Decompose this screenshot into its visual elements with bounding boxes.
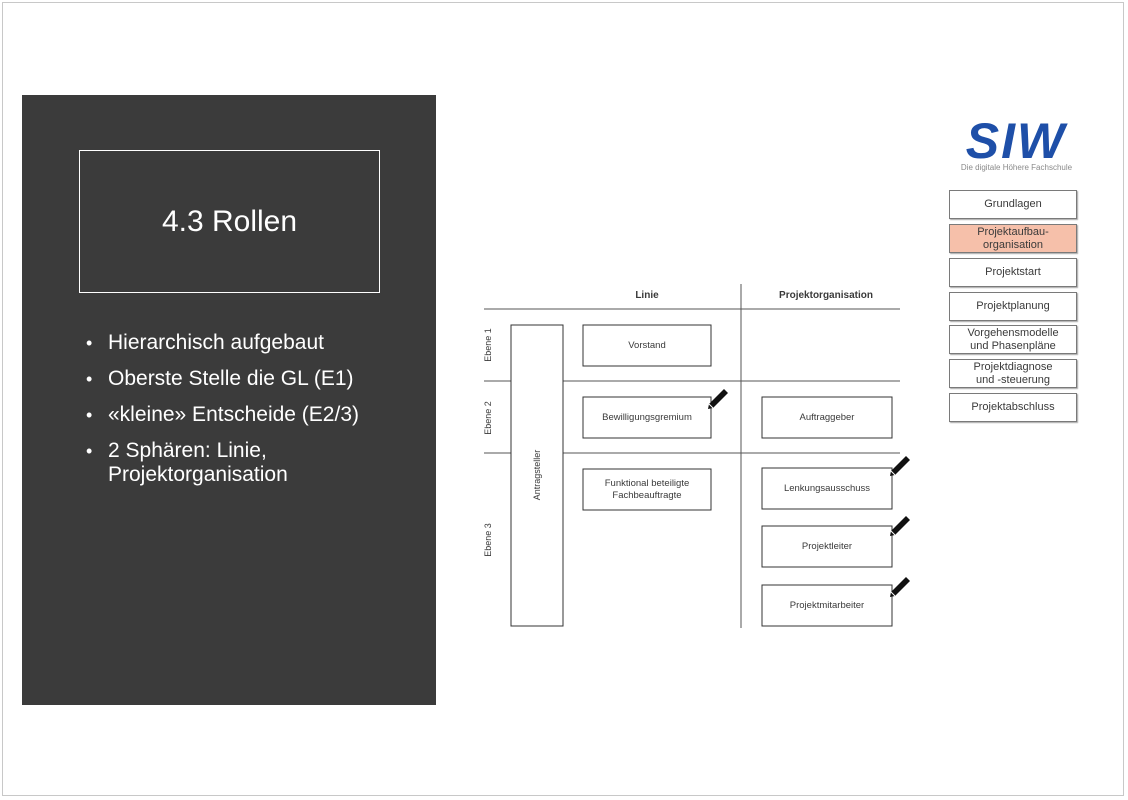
left-panel: 4.3 Rollen Hierarchisch aufgebaut Oberst… [22,95,436,705]
nav-projektplanung[interactable]: Projektplanung [949,292,1077,321]
bullet-item: 2 Sphären: Linie, Projektorganisation [84,439,384,487]
col-header-linie: Linie [635,290,659,301]
lenkungsausschuss-box [761,467,893,510]
antragsteller-label: Antragsteller [532,450,542,501]
pencil-icon [890,577,910,597]
auftraggeber-box [761,396,893,439]
bewilligungsgremium-box [582,396,712,439]
logo-tagline: Die digitale Höhere Fachschule [960,163,1073,172]
org-diagram: Linie Projektorganisation Ebene 1 Ebene … [483,284,900,628]
funktional-label-2: Fachbeauftragte [612,490,681,501]
nav-grundlagen[interactable]: Grundlagen [949,190,1077,219]
pencil-icon [708,389,728,409]
projektleiter-box [761,525,893,568]
nav-label: Grundlagen [984,198,1042,210]
bullet-item: Oberste Stelle die GL (E1) [84,367,384,391]
nav-label: Projektplanung [976,300,1050,312]
auftraggeber-label: Auftraggeber [800,412,855,423]
projektleiter-label: Projektleiter [802,541,852,552]
nav-label: Projektabschluss [971,401,1055,413]
nav-label: Projektstart [985,266,1041,278]
lenkungsausschuss-label: Lenkungsausschuss [784,483,870,494]
antragsteller-box [510,324,564,627]
pencil-icon [890,456,910,476]
nav-label: Projektaufbau-organisation [977,225,1049,251]
pencil-icon [890,516,910,536]
bullet-item: «kleine» Entscheide (E2/3) [84,403,384,427]
projektmitarbeiter-label: Projektmitarbeiter [790,600,864,611]
row-label-ebene3: Ebene 3 [483,523,493,557]
funktional-label-1: Funktional beteiligte [605,478,690,489]
bullet-item: Hierarchisch aufgebaut [84,331,384,355]
row-label-ebene2: Ebene 2 [483,401,493,435]
siw-logo: SIW [966,114,1068,169]
projektmitarbeiter-box [761,584,893,627]
logo-text: SIW [966,114,1068,169]
nav-projektabschluss[interactable]: Projektabschluss [949,393,1077,422]
bullet-list: Hierarchisch aufgebaut Oberste Stelle di… [84,331,384,499]
col-header-projektorganisation: Projektorganisation [779,290,873,301]
vorstand-box [582,324,712,367]
bewilligungsgremium-label: Bewilligungsgremium [602,412,692,423]
row-label-ebene1: Ebene 1 [483,328,493,362]
vorstand-label: Vorstand [628,340,666,351]
nav-projektstart[interactable]: Projektstart [949,258,1077,287]
funktional-box [582,468,712,511]
slide-title: 4.3 Rollen [79,150,380,293]
nav-projektaufbauorganisation[interactable]: Projektaufbau-organisation [949,224,1077,253]
